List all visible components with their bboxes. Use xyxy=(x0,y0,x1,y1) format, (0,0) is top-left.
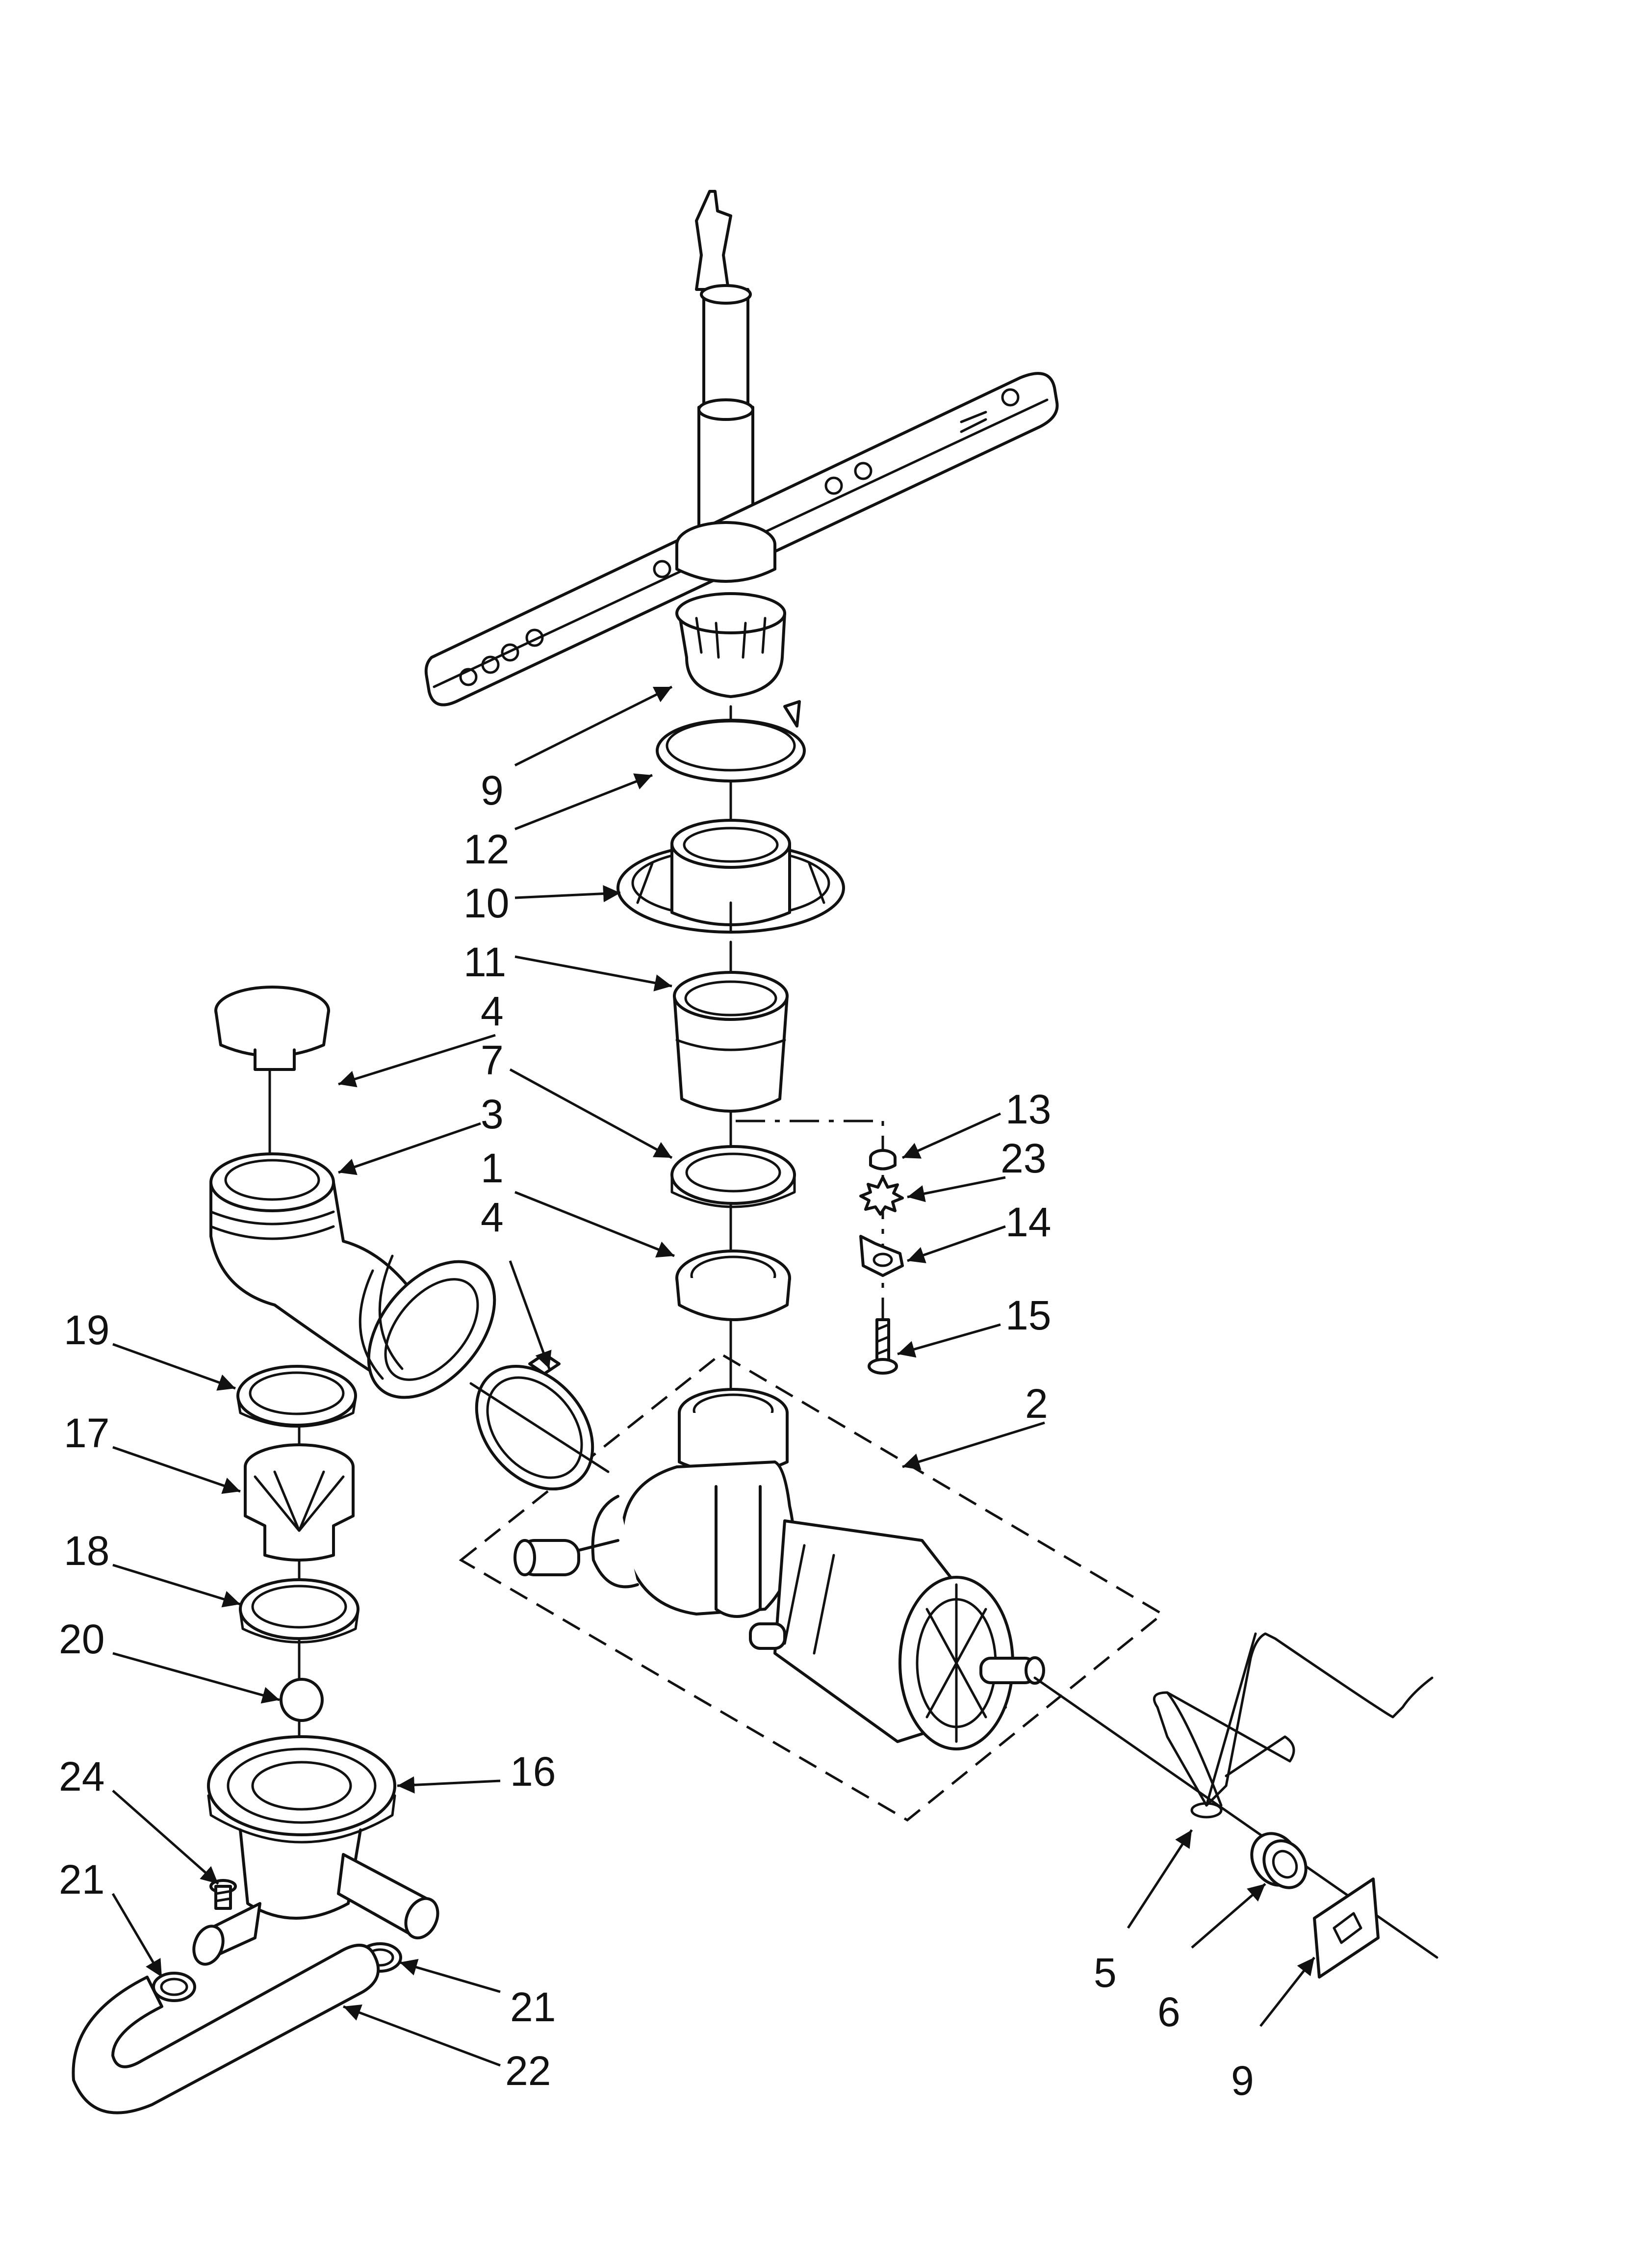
spray-arm-assembly xyxy=(424,190,1059,706)
part-19-ring xyxy=(236,1365,357,1428)
part-4-lower-clamp xyxy=(469,1353,610,1491)
callout-10: 10 xyxy=(463,880,509,926)
callout-21a: 21 xyxy=(59,1856,104,1903)
callout-4b: 4 xyxy=(481,1194,504,1240)
pump-assembly-boundary xyxy=(459,1352,1165,1822)
leader-lines xyxy=(111,685,1315,2067)
callout-8: 7 xyxy=(481,1037,504,1083)
part-12-ring xyxy=(656,700,806,782)
callout-labels: 9 12 10 11 4 7 3 1 4 13 23 14 15 2 19 17… xyxy=(59,767,1254,2104)
callout-6: 6 xyxy=(1157,1989,1180,2035)
part-4-upper-clamp xyxy=(214,986,330,1071)
callout-12: 12 xyxy=(463,826,509,872)
callout-19: 19 xyxy=(64,1307,109,1353)
callout-14: 14 xyxy=(1005,1199,1051,1245)
part-21-clamp-left xyxy=(152,1972,196,2002)
callout-18: 18 xyxy=(64,1528,109,1574)
callout-21b: 21 xyxy=(510,1984,556,2030)
callout-7: 9 xyxy=(1231,2058,1254,2104)
part-16-housing xyxy=(192,1735,439,1966)
part-8-seal xyxy=(670,1145,796,1208)
part-1-gasket xyxy=(675,1250,791,1321)
part-5-wire-bracket xyxy=(1153,1632,1434,1819)
pump-motor-assembly xyxy=(513,1388,1045,1750)
part-22-drain-hose xyxy=(72,1944,380,2114)
callout-3: 3 xyxy=(481,1091,504,1137)
part-15-screw xyxy=(868,1318,898,1375)
callout-11: 11 xyxy=(463,939,506,985)
callout-23: 23 xyxy=(1001,1135,1046,1181)
part-24-screw xyxy=(209,1879,237,1910)
part-23-star-washer xyxy=(859,1176,904,1216)
part-6-grommet xyxy=(1250,1832,1308,1889)
part-14-bracket xyxy=(859,1235,904,1277)
callout-4a: 4 xyxy=(481,988,504,1034)
callout-20: 20 xyxy=(59,1616,104,1662)
callout-24: 24 xyxy=(59,1753,104,1799)
part-11-sleeve xyxy=(673,971,789,1113)
part-13-nut xyxy=(869,1149,897,1171)
callout-15: 15 xyxy=(1005,1292,1051,1338)
callout-22: 22 xyxy=(505,2048,551,2094)
part-20-ball xyxy=(280,1678,324,1722)
callout-16: 16 xyxy=(510,1748,556,1795)
part-10-nut xyxy=(616,819,845,934)
part-17-filter xyxy=(244,1443,355,1562)
part-3-elbow-hose xyxy=(209,1152,496,1399)
part-18-ring xyxy=(239,1578,359,1643)
callout-17: 17 xyxy=(64,1410,109,1456)
callout-13: 13 xyxy=(1005,1086,1051,1132)
part-7-gasket-plate xyxy=(1313,1877,1380,1979)
callout-2: 2 xyxy=(1025,1381,1048,1427)
callout-5: 5 xyxy=(1094,1950,1117,1996)
callout-9: 9 xyxy=(481,767,504,813)
callout-1: 1 xyxy=(481,1145,504,1191)
